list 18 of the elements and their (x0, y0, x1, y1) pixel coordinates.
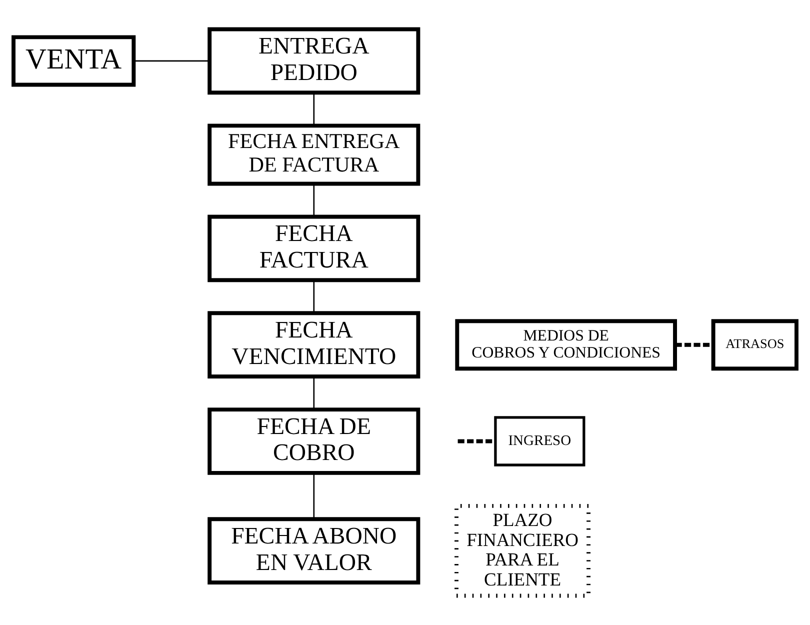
node-box: PLAZO FINANCIERO PARA EL CLIENTE (454, 504, 590, 598)
connector (313, 474, 315, 519)
node-box: ATRASOS (711, 319, 798, 371)
connector (313, 184, 315, 216)
connector (134, 60, 210, 62)
node-box: INGRESO (494, 416, 586, 466)
node-box: FECHA FACTURA (208, 214, 420, 282)
connector (313, 93, 315, 126)
connector (313, 376, 315, 410)
node-box: FECHA VENCIMIENTO (208, 311, 420, 379)
node-box: FECHA DE COBRO (208, 408, 420, 475)
node-box: FECHA ABONO EN VALOR (208, 517, 420, 584)
node-box: MEDIOS DE COBROS Y CONDICIONES (455, 319, 677, 371)
node-box: FECHA ENTREGA DE FACTURA (208, 124, 420, 186)
connector (458, 439, 495, 444)
node-box: ENTREGA PEDIDO (208, 27, 420, 95)
node-box: VENTA (12, 35, 136, 87)
connector (313, 280, 315, 314)
